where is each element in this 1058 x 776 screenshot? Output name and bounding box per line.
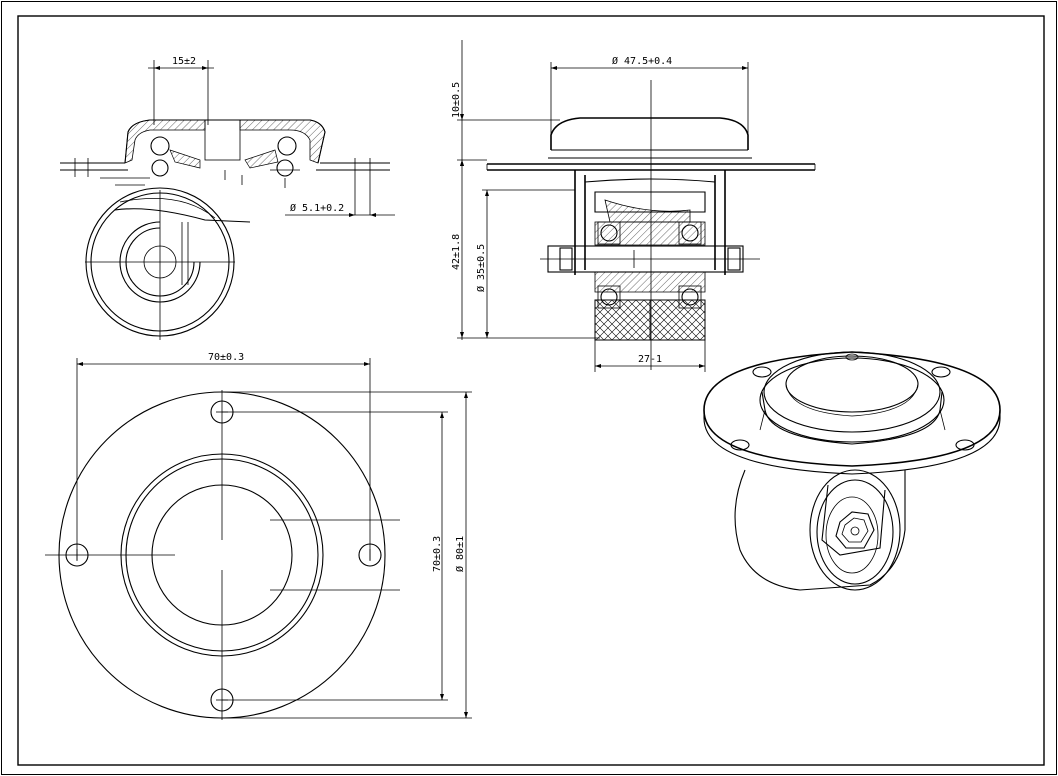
dim-hole-spacing-top: 15±2 [172, 56, 196, 67]
dim-plate-width: 70±0.3 [208, 352, 244, 363]
dim-wheel-width: 27-1 [638, 354, 662, 365]
dim-overall-height: 42±1.8 [451, 234, 462, 270]
dim-housing-height: 10±0.5 [451, 82, 462, 118]
dim-plate-height: 70±0.3 [432, 536, 443, 572]
dim-hole-diameter: Ø 5.1+0.2 [290, 202, 344, 214]
dim-plate-diameter: Ø 80±1 [454, 536, 466, 572]
dim-wheel-diameter: Ø 35±0.5 [475, 244, 487, 292]
front-section-view: Ø 47.5+0.4 10±0.5 42±1.8 Ø 35±0.5 [451, 40, 816, 372]
side-section-view: 15±2 Ø 5.1+0.2 [60, 56, 395, 340]
plan-view: 70±0.3 70±0.3 Ø 80±1 [45, 352, 472, 720]
dim-housing-diameter: Ø 47.5+0.4 [612, 55, 672, 67]
isometric-view [703, 351, 1001, 591]
drawing-frame-inner [17, 15, 1045, 766]
